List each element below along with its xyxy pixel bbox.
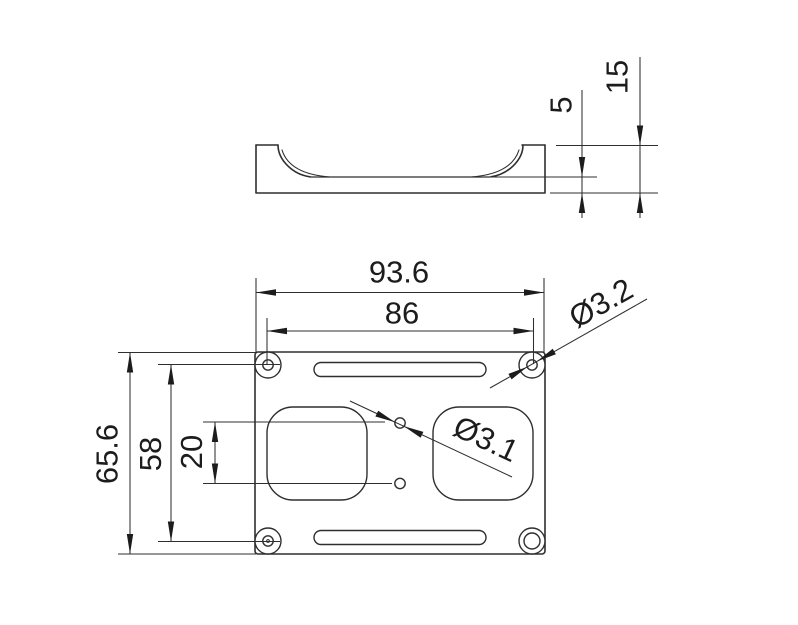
arrowhead-center-hole-right	[403, 426, 424, 438]
arrowhead-15-lower	[636, 193, 644, 213]
dim-text-overall-height: 65.6	[90, 424, 125, 484]
dim-text-overall-width: 93.6	[369, 255, 429, 290]
side-view-left-fillet-tangent	[281, 149, 331, 178]
center-hole-lower	[394, 477, 406, 490]
arrowhead-58-top	[167, 364, 175, 385]
arrowhead-58-bottom	[167, 521, 175, 542]
arrowhead-86-left	[267, 327, 287, 335]
arrowhead-656-top	[126, 352, 134, 373]
arrowhead-corner-hole-upper	[536, 348, 556, 362]
side-view-left-fillet-outer	[277, 144, 311, 178]
left-cutout	[266, 406, 368, 501]
bottom-slot	[313, 529, 487, 546]
right-cutout	[432, 406, 534, 501]
dim-text-hole-rows-span: 58	[133, 437, 168, 471]
arrowhead-corner-hole-lower	[508, 366, 528, 380]
side-view	[255, 144, 546, 194]
arrowhead-936-left	[256, 289, 276, 296]
corner-hole-bottom-right-inner	[523, 532, 541, 550]
dim-text-total-height: 15	[600, 60, 635, 94]
arrowhead-20-top	[211, 422, 219, 442]
plan-top-dimensions: 93.6 86	[255, 255, 545, 364]
dim-text-inner-span: 86	[385, 296, 419, 331]
side-view-right-fillet-outer	[490, 144, 524, 178]
arrowhead-15-upper	[636, 125, 644, 146]
dim-text-floor-thickness: 5	[544, 96, 579, 113]
plan-left-dimensions: 65.6 58 20	[90, 351, 392, 555]
arrowhead-656-bottom	[126, 534, 134, 554]
arrowhead-5-lower	[578, 193, 586, 213]
arrowhead-86-right	[513, 327, 534, 335]
plan-view	[254, 351, 546, 555]
top-slot	[313, 361, 487, 378]
arrowhead-936-right	[524, 289, 544, 296]
side-view-dimensions: 5 15	[490, 57, 658, 218]
arrowhead-5-upper	[578, 157, 586, 177]
corner-hole-top-right-inner	[526, 359, 538, 371]
arrowhead-20-bottom	[211, 463, 219, 484]
plan-outline	[254, 351, 546, 555]
side-view-right-fillet-tangent	[470, 149, 520, 178]
side-view-outline	[255, 144, 546, 194]
arrowhead-center-hole-left	[375, 410, 395, 423]
dim-text-center-holes-span: 20	[174, 435, 209, 469]
